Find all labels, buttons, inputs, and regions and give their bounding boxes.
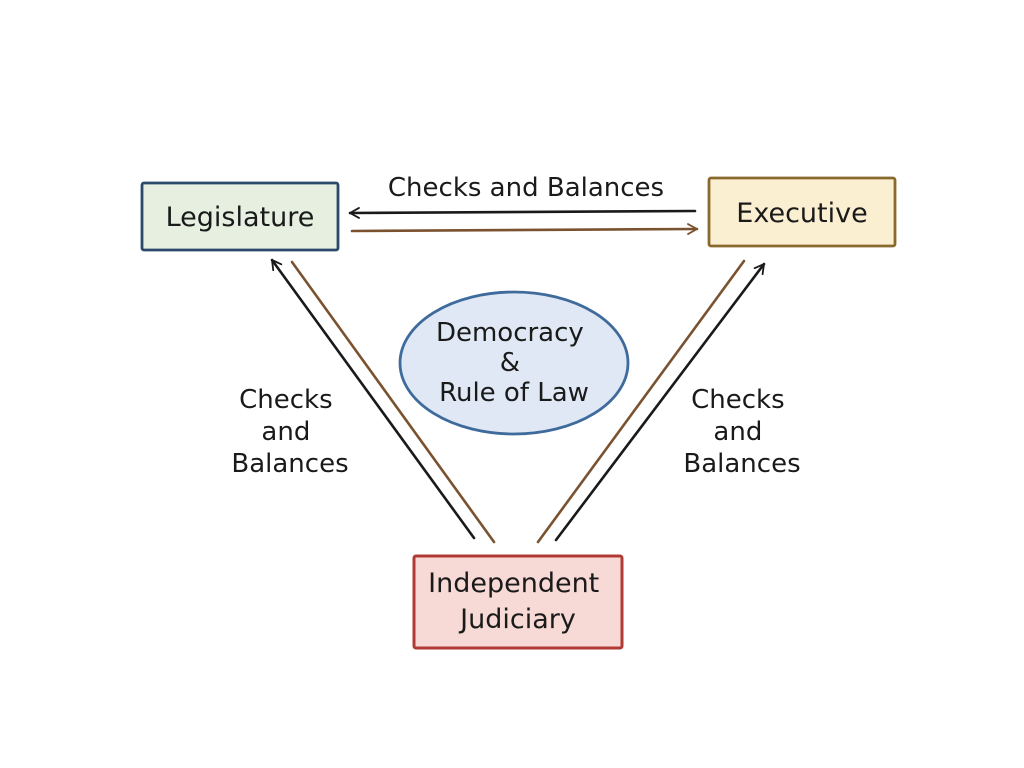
judiciary-box [412, 554, 624, 650]
judiciary-node: Independent Judiciary [412, 554, 624, 650]
arrow-executive-to-legislature [348, 207, 697, 219]
judiciary-label-line-1: Independent [428, 568, 599, 599]
arrow-legislature-to-executive [350, 223, 699, 235]
center-label-line-2: & [500, 348, 520, 378]
right-edge-label-line-1: Checks [691, 385, 785, 415]
legislature-box [140, 181, 340, 252]
arrow-judiciary-to-legislature [270, 258, 476, 540]
right-edge-label-line-2: and [713, 417, 762, 447]
left-edge-label-line-2: and [261, 417, 310, 447]
arrow-executive-to-judiciary [536, 259, 746, 544]
judiciary-label-line-2: Judiciary [458, 604, 576, 635]
executive-box [707, 176, 897, 248]
center-label: Democracy & Rule of Law [436, 318, 592, 408]
arrow-judiciary-to-executive [554, 262, 766, 542]
left-edge-label-line-1: Checks [239, 385, 333, 415]
legislature-node: Legislature [140, 181, 340, 252]
center-label-line-3: Rule of Law [439, 378, 589, 408]
arrows [270, 207, 766, 544]
right-edge-label-line-3: Balances [683, 449, 800, 479]
judiciary-label: Independent Judiciary [428, 568, 608, 635]
top-edge-label: Checks and Balances [388, 173, 664, 203]
center-ellipse [398, 290, 630, 436]
executive-label: Executive [736, 198, 867, 229]
arrow-legislature-to-judiciary [290, 260, 496, 544]
executive-node: Executive [707, 176, 897, 248]
right-edge-label: Checks and Balances [683, 385, 800, 479]
legislature-label: Legislature [166, 202, 315, 233]
left-edge-label-line-3: Balances [231, 449, 348, 479]
left-edge-label: Checks and Balances [231, 385, 348, 479]
center-node: Democracy & Rule of Law [398, 290, 630, 436]
center-label-line-1: Democracy [436, 318, 584, 348]
